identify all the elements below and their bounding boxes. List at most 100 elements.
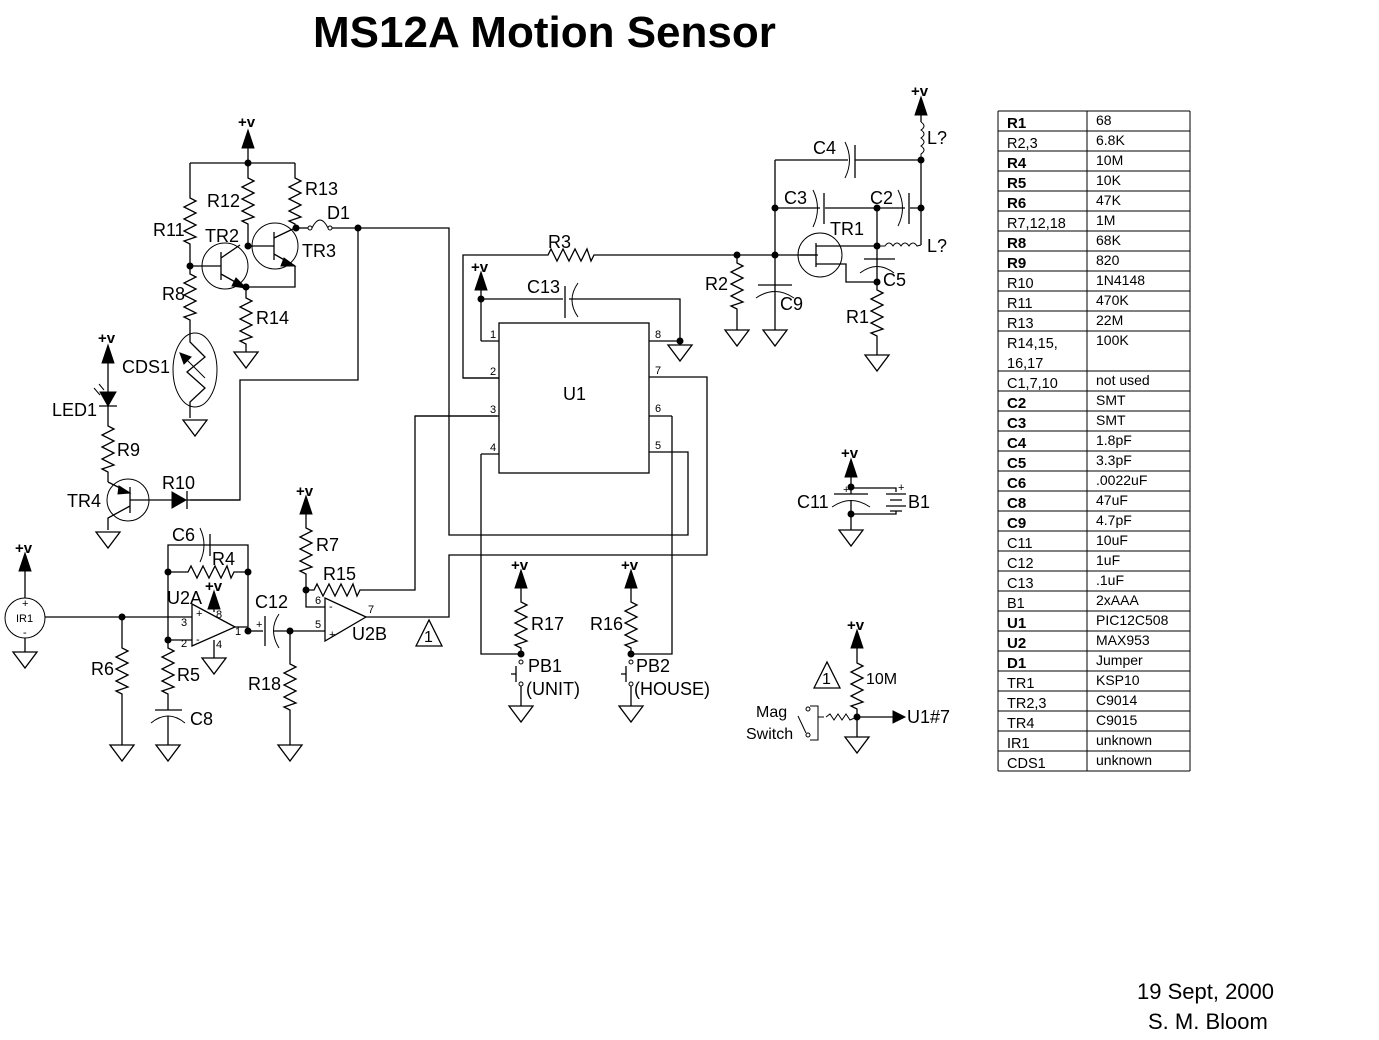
diode-r10 xyxy=(171,491,240,509)
table-cell-part: R6 xyxy=(1007,195,1026,212)
table-cell-part: R14,15, xyxy=(1007,336,1058,352)
table-cell-value: MAX953 xyxy=(1096,632,1150,648)
pushbutton-pb2-section: +v R16 PB2 (HOUSE) xyxy=(590,557,710,723)
label-r12: R12 xyxy=(207,191,240,211)
label-r5: R5 xyxy=(177,665,200,685)
svg-text:2: 2 xyxy=(181,638,187,650)
resistor-r9 xyxy=(101,417,115,479)
battery-b1: + xyxy=(886,482,906,512)
table-cell-value: 4.7pF xyxy=(1096,512,1132,528)
label-c4: C4 xyxy=(813,138,836,158)
ground-icon xyxy=(844,736,870,754)
label-u1: U1 xyxy=(563,384,586,404)
label-tr1: TR1 xyxy=(830,219,864,239)
reed-switch[interactable] xyxy=(797,705,858,741)
power-label: +v xyxy=(205,578,223,595)
capacitor-c6 xyxy=(199,527,211,563)
label-r14: R14 xyxy=(256,308,289,328)
label-r8: R8 xyxy=(162,284,185,304)
table-cell-value: 10M xyxy=(1096,152,1123,168)
amplifier-u2a-section: +v + - IR1 R6 + - 3 2 8 4 1 U2A +v xyxy=(4,525,325,762)
table-cell-value: not used xyxy=(1096,372,1150,388)
pushbutton-pb1[interactable] xyxy=(511,659,524,687)
svg-text:+: + xyxy=(898,482,904,494)
resistor-r2 xyxy=(730,254,744,316)
table-cell-value: 1.8pF xyxy=(1096,432,1132,448)
label-c8: C8 xyxy=(190,709,213,729)
resistor-r13 xyxy=(288,169,302,231)
label-tr2: TR2 xyxy=(205,226,239,246)
ground-icon xyxy=(182,419,208,437)
table-row: C6.0022uF xyxy=(998,472,1190,492)
power-arrow-icon xyxy=(101,344,115,364)
label-c6: C6 xyxy=(172,525,195,545)
label-r3: R3 xyxy=(548,232,571,252)
resistor-r17 xyxy=(514,593,528,655)
transistor-tr4 xyxy=(106,478,172,530)
table-cell-value: 470K xyxy=(1096,292,1129,308)
table-cell-part: R5 xyxy=(1007,175,1026,192)
table-cell-value: 68K xyxy=(1096,232,1122,248)
svg-text:+: + xyxy=(256,619,262,631)
svg-text:7: 7 xyxy=(368,604,374,616)
power-label: +v xyxy=(471,259,489,276)
table-cell-part: IR1 xyxy=(1007,736,1030,752)
table-cell-value: 47uF xyxy=(1096,492,1128,508)
svg-text:5: 5 xyxy=(315,619,321,631)
table-cell-part: C8 xyxy=(1007,495,1026,512)
ground-icon xyxy=(838,529,864,547)
resistor-pullup-10m xyxy=(850,654,864,716)
svg-text:IR1: IR1 xyxy=(16,613,33,625)
ground-icon xyxy=(667,344,693,362)
label-pb1: PB1 xyxy=(528,656,562,676)
pushbutton-pb2[interactable] xyxy=(621,659,634,687)
table-cell-part: C12 xyxy=(1007,556,1034,572)
table-cell-value: 22M xyxy=(1096,312,1123,328)
resistor-r5 xyxy=(161,639,175,701)
table-cell-value: 3.3pF xyxy=(1096,452,1132,468)
light-sensor-section: +v R11 R12 R13 TR2 TR3 xyxy=(122,114,689,536)
svg-text:3: 3 xyxy=(181,617,187,629)
svg-text:-: - xyxy=(329,601,333,613)
transistor-tr1 xyxy=(797,232,877,283)
ground-icon xyxy=(762,329,788,347)
table-cell-value: SMT xyxy=(1096,392,1126,408)
table-cell-value: unknown xyxy=(1096,752,1152,768)
table-cell-value: KSP10 xyxy=(1096,672,1140,688)
svg-text:1: 1 xyxy=(822,671,831,688)
ground-icon xyxy=(233,351,259,369)
ground-icon xyxy=(109,744,135,762)
led-driver-section: +v LED1 R9 TR4 R10 xyxy=(52,330,240,549)
table-cell-value: SMT xyxy=(1096,412,1126,428)
footer-author: S. M. Bloom xyxy=(1148,1009,1268,1034)
resistor-r6 xyxy=(115,639,129,701)
svg-text:+: + xyxy=(22,598,28,610)
capacitor-c2 xyxy=(897,189,910,227)
power-label: +v xyxy=(296,483,314,500)
svg-text:7: 7 xyxy=(655,365,661,377)
label-c3: C3 xyxy=(784,188,807,208)
table-cell-part: R8 xyxy=(1007,235,1026,252)
mag-switch-section: +v 10M U1#7 1 Mag Switch xyxy=(746,617,950,754)
footer-date: 19 Sept, 2000 xyxy=(1137,979,1274,1004)
table-cell-value: 47K xyxy=(1096,192,1122,208)
label-mag: Mag xyxy=(756,704,787,721)
ground-icon xyxy=(508,705,534,723)
label-r9: R9 xyxy=(117,440,140,460)
opamp-u2a: + - 3 2 8 4 1 xyxy=(181,602,241,651)
label-r13: R13 xyxy=(305,179,338,199)
capacitor-c4 xyxy=(844,141,856,179)
table-cell-value: C9015 xyxy=(1096,712,1137,728)
table-row: C13.1uF xyxy=(998,572,1190,592)
table-cell-part: B1 xyxy=(1007,596,1025,612)
table-cell-part: C4 xyxy=(1007,435,1027,452)
microcontroller-u1: U1 1 2 3 4 8 7 6 5 xyxy=(415,322,680,474)
label-c2: C2 xyxy=(870,188,893,208)
label-d1: D1 xyxy=(327,203,350,223)
